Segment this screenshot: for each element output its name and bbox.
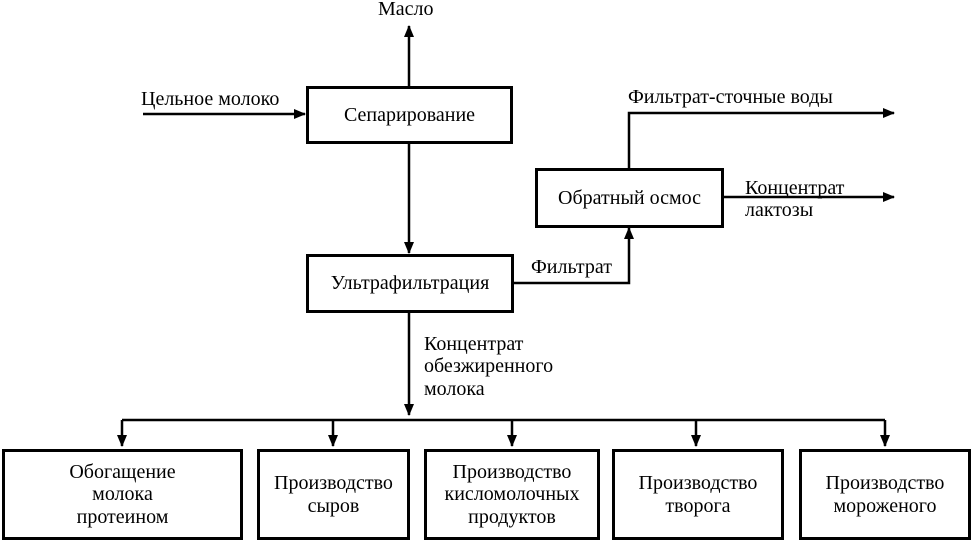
label-lactose-concentrate: Концентрат лактозы bbox=[745, 177, 845, 222]
product-box-ice-cream: Производство мороженого bbox=[799, 449, 971, 540]
label-skim-concentrate: Концентрат обезжиренного молока bbox=[424, 333, 554, 400]
label-butter: Масло bbox=[378, 0, 434, 20]
ultrafiltration-box: Ультрафильтрация bbox=[306, 254, 514, 313]
product-box-fermented-milk: Производство кисломолочных продуктов bbox=[424, 449, 600, 540]
label-filtrate: Фильтрат bbox=[531, 256, 612, 278]
arrow-filtrate-wastewater bbox=[627, 108, 895, 170]
label-whole-milk: Цельное молоко bbox=[141, 88, 280, 110]
product-box-cottage-cheese: Производство творога bbox=[612, 449, 784, 540]
arrow-filtrate-to-osmosis bbox=[514, 227, 634, 285]
label-filtrate-wastewater: Фильтрат-сточные воды bbox=[628, 86, 833, 108]
product-box-cheese: Производство сыров bbox=[257, 449, 410, 540]
product-box-protein-enrichment: Обогащение молока протеином bbox=[2, 449, 243, 540]
separation-box: Сепарирование bbox=[306, 86, 513, 144]
reverse-osmosis-box: Обратный осмос bbox=[535, 168, 724, 228]
